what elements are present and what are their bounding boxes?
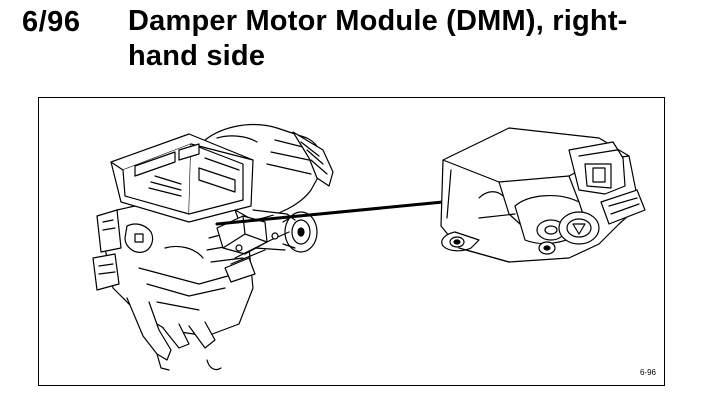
section-title: Damper Motor Module (DMM), right- hand s… [128,4,688,74]
leader-line [215,200,445,226]
figure-frame: 6-96 [38,97,665,386]
section-title-line-2: hand side [128,40,266,72]
section-title-line-1: Damper Motor Module (DMM), right- [128,5,628,37]
damper-motor-module-drawing [440,127,646,263]
figure-id-label: 6-96 [639,368,656,377]
figure-illustration [92,124,646,371]
section-number: 6/96 [22,6,81,38]
hvac-housing-drawing [92,124,334,371]
